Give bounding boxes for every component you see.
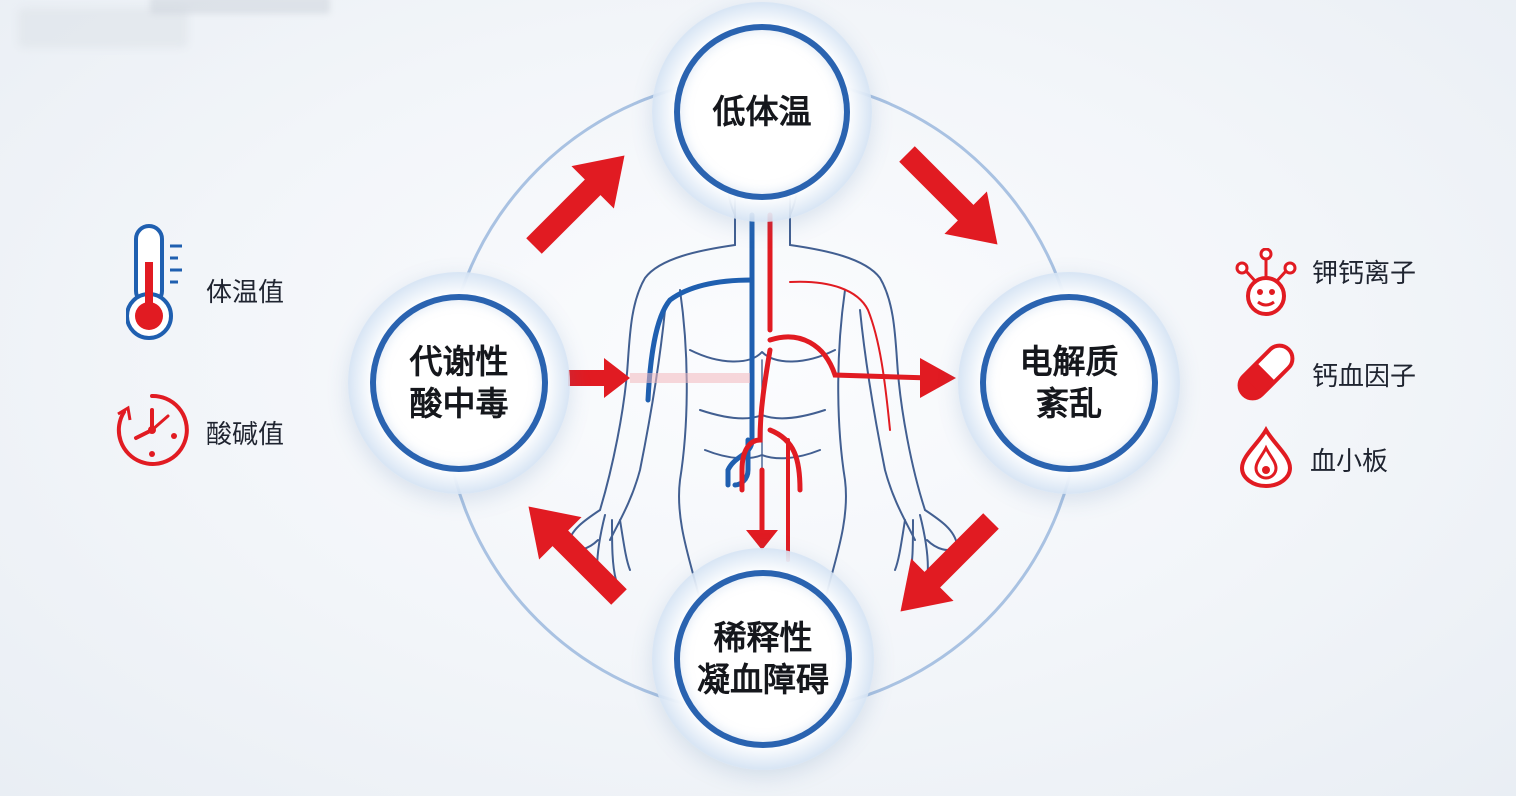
arrow-left-to-body bbox=[568, 358, 630, 398]
arrow-body-to-right bbox=[920, 358, 956, 398]
node-dilutional-coagulopathy-label: 稀释性 凝血障碍 bbox=[697, 618, 829, 699]
veins bbox=[645, 212, 755, 488]
node-metabolic-acidosis: 代谢性 酸中毒 bbox=[348, 272, 570, 494]
arrow-right-to-bottom bbox=[900, 513, 999, 612]
legend-temperature-label: 体温值 bbox=[206, 277, 285, 308]
node-hypothermia: 低体温 bbox=[652, 2, 872, 222]
node-hypothermia-label: 低体温 bbox=[712, 92, 812, 131]
legend-ions-label: 钾钙离子 bbox=[1312, 258, 1417, 289]
flow-band bbox=[630, 373, 750, 383]
node-dilutional-coagulopathy: 稀释性 凝血障碍 bbox=[652, 548, 874, 770]
legend-ions: 钾钙离子 bbox=[1234, 247, 1417, 322]
blurred-caption bbox=[150, 0, 330, 14]
legend-temperature: 体温值 bbox=[125, 224, 285, 348]
blood-drop-icon bbox=[1236, 425, 1296, 492]
legend-acid-base-label: 酸碱值 bbox=[206, 419, 285, 450]
arteries bbox=[739, 212, 933, 562]
ph-clock-icon bbox=[114, 392, 190, 472]
legend-platelet: 血小板 bbox=[1236, 425, 1389, 492]
arrow-to-bottom-node bbox=[746, 530, 778, 550]
arrow-bottom-to-left bbox=[528, 506, 627, 605]
thermometer-icon bbox=[125, 224, 186, 348]
arrow-top-to-right bbox=[899, 146, 998, 245]
human-body bbox=[567, 159, 958, 601]
blurred-header bbox=[18, 8, 188, 48]
legend-acid-base: 酸碱值 bbox=[114, 392, 284, 472]
node-electrolyte-disorder-label: 电解质 紊乱 bbox=[1019, 342, 1119, 423]
capsule-icon bbox=[1234, 342, 1298, 406]
molecule-icon bbox=[1234, 247, 1298, 322]
cycle-arrows bbox=[526, 146, 999, 612]
node-metabolic-acidosis-label: 代谢性 酸中毒 bbox=[409, 342, 509, 423]
legend-platelet-label: 血小板 bbox=[1310, 446, 1389, 477]
legend-coag-factor: 钙血因子 bbox=[1234, 342, 1416, 406]
legend-coag-factor-label: 钙血因子 bbox=[1312, 361, 1417, 392]
node-electrolyte-disorder: 电解质 紊乱 bbox=[958, 272, 1180, 494]
arrow-left-to-top bbox=[526, 155, 625, 254]
